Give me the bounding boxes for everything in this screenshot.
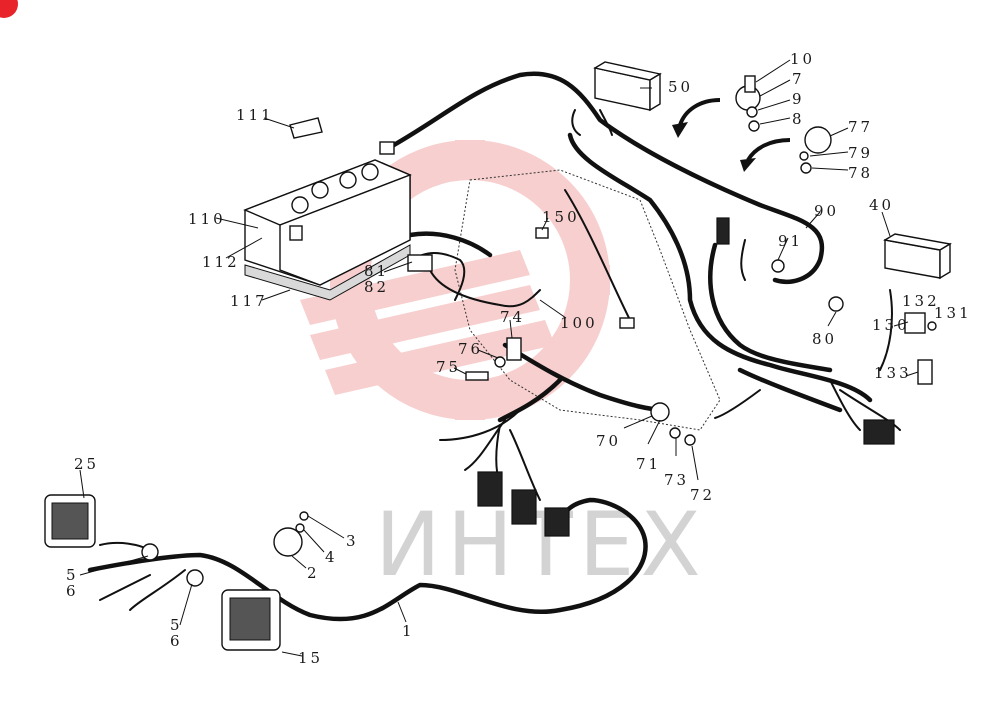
callout-74: 74 (500, 308, 525, 326)
callout-73: 73 (664, 471, 689, 489)
callout-5a: 5 (66, 566, 76, 584)
callout-25: 25 (74, 455, 99, 473)
callout-1: 1 (402, 622, 415, 640)
control-box-50 (593, 61, 662, 112)
callout-2: 2 (307, 564, 320, 582)
callout-50: 50 (668, 78, 693, 96)
callout-15: 15 (298, 649, 323, 667)
callout-labels: 1 2 3 4 5 6 7 8 9 10 15 25 40 50 70 71 7… (66, 50, 972, 667)
callout-91: 91 (778, 232, 803, 250)
callout-72: 72 (690, 486, 715, 504)
callout-4: 4 (325, 548, 338, 566)
callout-75: 75 (436, 358, 461, 376)
watermark-logo (300, 140, 610, 420)
control-box-40 (883, 233, 952, 280)
corner-badge (0, 0, 18, 18)
callout-70: 70 (596, 432, 621, 450)
callout-130: 130 (872, 316, 910, 334)
callout-76: 76 (458, 340, 483, 358)
callout-40: 40 (869, 196, 894, 214)
callout-8: 8 (792, 110, 802, 128)
callout-77: 77 (848, 118, 873, 136)
callout-111: 111 (236, 106, 274, 124)
work-light-15 (221, 589, 281, 651)
callout-132: 132 (902, 292, 940, 310)
callout-9: 9 (792, 90, 802, 108)
clip-part (289, 117, 323, 139)
callout-3: 3 (346, 532, 359, 550)
callout-6b: 6 (170, 632, 180, 650)
callout-117: 117 (230, 292, 268, 310)
callout-82: 82 (364, 278, 389, 296)
callout-100: 100 (560, 314, 598, 332)
callout-79: 79 (848, 144, 873, 162)
leader-lines (79, 59, 919, 657)
watermark-brand-text: ИНТЕХ (375, 493, 707, 596)
callout-90: 90 (814, 202, 839, 220)
callout-81: 81 (364, 262, 389, 280)
work-light-25 (44, 494, 96, 548)
connector-blocks (407, 217, 895, 537)
callout-7: 7 (792, 70, 802, 88)
callout-71: 71 (636, 455, 661, 473)
callout-6a: 6 (66, 582, 76, 600)
callout-10: 10 (790, 50, 815, 68)
callout-150: 150 (542, 208, 580, 226)
callout-112: 112 (202, 253, 240, 271)
battery (243, 141, 412, 301)
assembly-arrows (672, 98, 791, 172)
callout-110: 110 (188, 210, 226, 228)
small-parts (141, 75, 937, 587)
callout-5b: 5 (170, 616, 180, 634)
callout-131: 131 (934, 304, 972, 322)
callout-78: 78 (848, 164, 873, 182)
callout-80: 80 (812, 330, 837, 348)
callout-133: 133 (874, 364, 912, 382)
